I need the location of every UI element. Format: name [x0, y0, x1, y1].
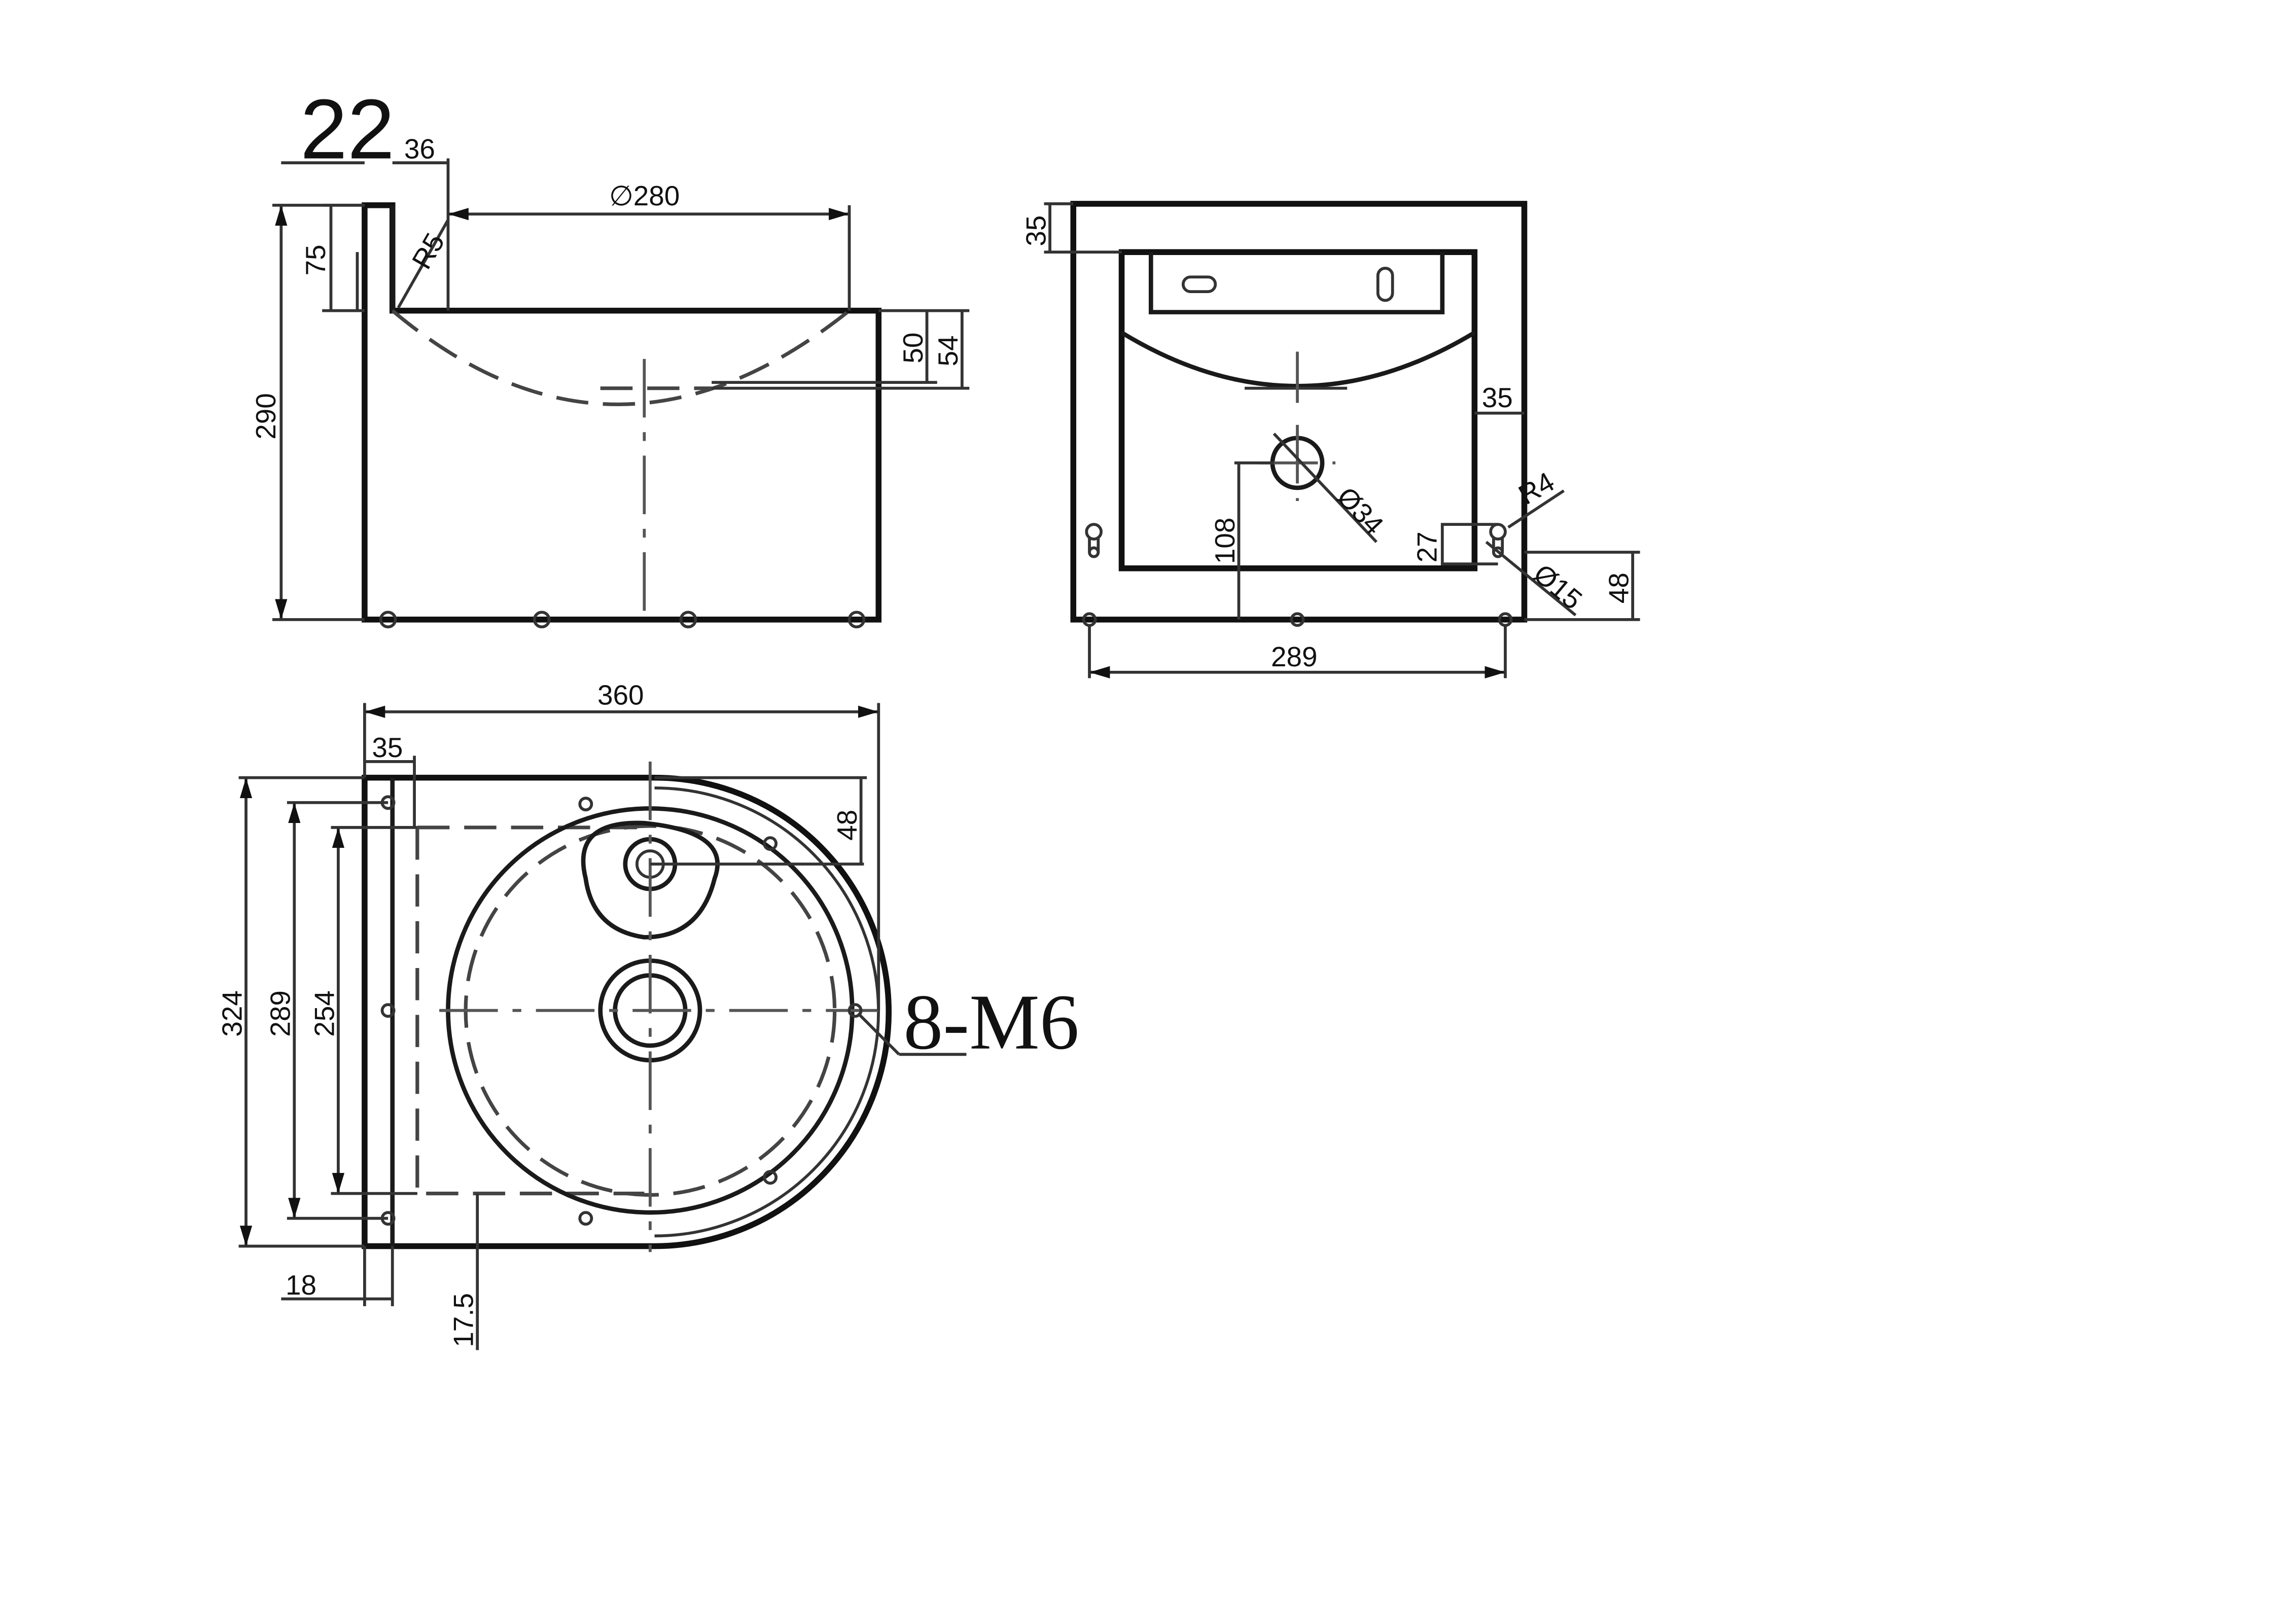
top-dim-17-5: 17.5: [448, 1293, 479, 1347]
mounting-bracket: [1148, 252, 1445, 314]
top-dim-289: 289: [265, 990, 296, 1037]
dim-diameter-280: ∅280: [609, 180, 680, 211]
front-dim-289: 289: [1271, 641, 1318, 672]
note-8-m6: 8-M6: [903, 978, 1079, 1066]
top-dim-35: 35: [372, 732, 403, 763]
front-dim-diameter-15: Ø15: [1528, 558, 1588, 616]
front-dim-r4: R4: [1513, 466, 1560, 511]
dim-22: 22: [300, 82, 395, 176]
top-dim-254: 254: [308, 990, 340, 1037]
dim-75: 75: [300, 244, 331, 275]
top-dim-48: 48: [831, 810, 863, 841]
foot-bolts: [379, 611, 866, 629]
dim-r5: R5: [406, 228, 451, 274]
side-view-outline: [362, 202, 882, 623]
dim-36: 36: [404, 133, 435, 164]
front-view: 35 35 R4 Ø34 108 27 Ø15 48 289: [1020, 201, 1640, 678]
side-view: 22 36 ∅280 R5 75 290 50 54: [250, 82, 970, 629]
m6-holes: [380, 795, 863, 1226]
top-dim-360: 360: [597, 679, 644, 710]
top-dim-18: 18: [286, 1269, 316, 1301]
keyhole-left: [1085, 523, 1103, 558]
front-dim-27: 27: [1411, 531, 1442, 562]
dim-290: 290: [250, 393, 281, 440]
top-view-outline: [362, 774, 892, 1249]
front-dim-diameter-34: Ø34: [1331, 481, 1390, 541]
front-dim-108: 108: [1209, 518, 1241, 564]
top-dim-324: 324: [216, 990, 248, 1037]
basin-curve: [391, 309, 851, 406]
front-dim-35-top: 35: [1020, 216, 1051, 246]
back-plate: [1070, 201, 1528, 623]
front-dim-35-right: 35: [1482, 382, 1513, 413]
dim-54: 54: [932, 335, 964, 366]
basin-body: [1118, 249, 1478, 571]
top-view: 8-M6 360 35 48 324 289 254 18: [216, 679, 1079, 1350]
front-dim-48: 48: [1603, 572, 1634, 603]
dim-50: 50: [897, 333, 929, 364]
faucet-boss: [581, 820, 720, 940]
